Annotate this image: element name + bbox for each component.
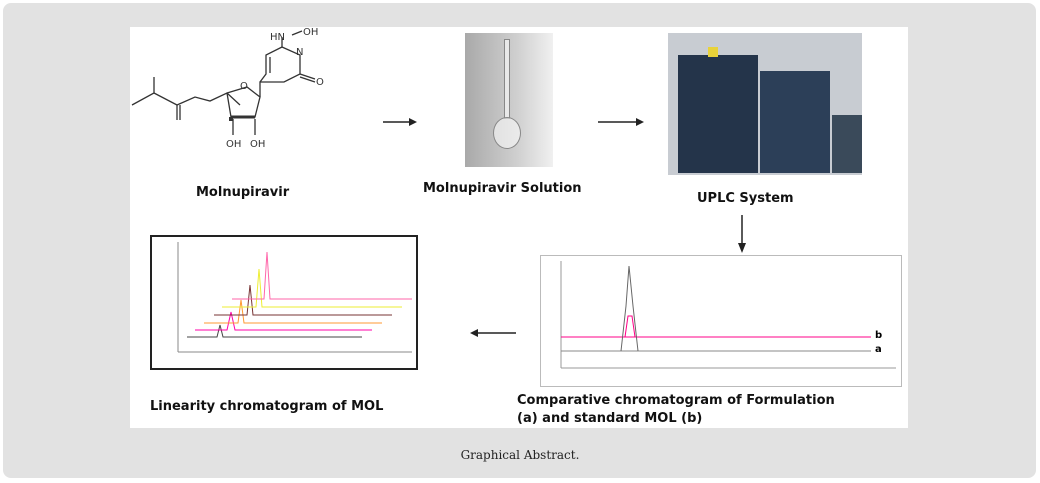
- linearity-chromatogram: [150, 235, 418, 370]
- atom-label: O: [240, 81, 248, 92]
- uplc-system-label: UPLC System: [697, 191, 794, 206]
- molnupiravir-structure: HN OH N O O OH OH: [131, 27, 324, 150]
- arrow-right-icon: [383, 118, 417, 126]
- figure-caption: Graphical Abstract.: [460, 448, 580, 462]
- molnupiravir-label: Molnupiravir: [196, 185, 290, 200]
- comparative-label-line1: Comparative chromatogram of Formulation: [517, 393, 835, 408]
- volumetric-flask-image: [465, 33, 553, 167]
- uplc-system-image: [668, 33, 862, 175]
- comparative-label-line2: (a) and standard MOL (b): [517, 411, 703, 426]
- linearity-label: Linearity chromatogram of MOL: [150, 399, 384, 414]
- trace-a-label: a: [875, 344, 882, 355]
- graphical-abstract-figure: HN OH N O O OH OH Molnupiravir Molnupira…: [130, 27, 908, 428]
- atom-label: OH: [303, 27, 318, 38]
- trace-b-label: b: [875, 330, 883, 341]
- arrow-right-icon: [598, 118, 644, 126]
- solution-label: Molnupiravir Solution: [423, 181, 582, 196]
- atom-label: O: [316, 77, 324, 88]
- arrow-left-icon: [470, 329, 516, 337]
- atom-label: OH: [226, 139, 241, 150]
- comparative-chromatogram: b a: [540, 255, 902, 387]
- atom-label: N: [296, 47, 303, 58]
- arrow-down-icon: [738, 215, 746, 253]
- atom-label: HN: [270, 32, 285, 43]
- atom-label: OH: [250, 139, 265, 150]
